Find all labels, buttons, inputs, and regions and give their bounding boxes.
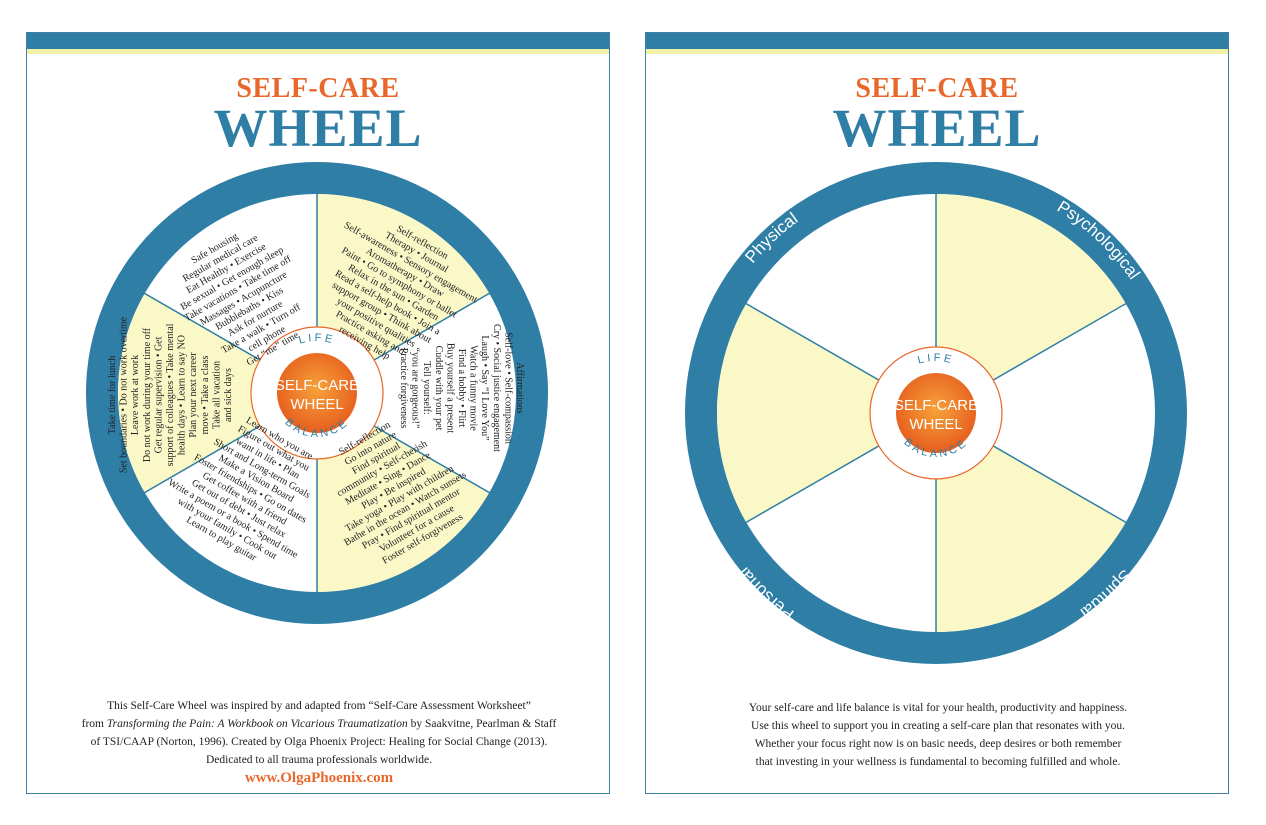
svg-text:Emotional: Emotional [1189,374,1211,453]
caption-line1: This Self-Care Wheel was inspired by and… [107,700,531,712]
sector-spiritual [936,413,1126,632]
segment-item: support of colleagues • Take mental [165,323,176,466]
center-orange-circle [277,353,357,433]
caption-line2: from Transforming the Pain: A Workbook o… [81,718,557,730]
segment-item: Laugh • Say “I Love You” [479,335,490,440]
svg-text:LIFE: LIFE [297,332,336,347]
segment-item: Cuddle with your pet [433,346,444,431]
segment-item: “you are gorgeous!” [410,348,421,429]
caption-line: that investing in your wellness is funda… [755,756,1121,768]
title-wheel: WHEEL [832,98,1042,158]
svg-text:Professional: Professional [41,346,65,440]
caption-line: Your self-care and life balance is vital… [748,702,1128,714]
segment-item: Plan your next career [188,352,199,438]
svg-text:LIFE: LIFE [916,352,955,367]
label-emotional: Emotional [1189,374,1211,453]
center-life: LIFE [916,352,952,367]
sector-psychological [936,194,1126,413]
segment-item: Tell yourself: [421,361,432,414]
top-band [646,33,1228,49]
website-link[interactable]: www.OlgaPhoenix.com [244,770,394,786]
segment-item: health days • Learn to say NO [177,335,188,455]
center-line2: WHEEL [909,416,962,433]
center-line1: SELF-CARE [275,377,359,394]
left-caption: This Self-Care Wheel was inspired by and… [47,697,591,787]
right-caption: Your self-care and life balance is vital… [666,699,1210,771]
segment-item: Buy yourself a present [444,343,455,433]
svg-text:Professional: Professional [661,364,684,462]
label-emotional: Emotional [570,354,593,433]
title-wheel: WHEEL [213,98,423,158]
top-band-accent [27,49,609,54]
label-professional: Professional [661,364,684,462]
segment-item: Get regular supervision • Get [153,336,164,453]
segment-item: Set boundaries • Do not work overtime [119,316,130,473]
label-professional: Professional [41,346,65,440]
top-band-accent [646,49,1228,54]
right-blank-panel: SELF-CARE WHEEL [645,32,1229,794]
sector-professional [716,303,936,523]
segment-item: Cry • Social justice engagement [491,324,502,452]
blank-self-care-wheel: Physical Psychological Emotional Profess… [661,162,1211,664]
segment-item: Leave work at work [130,355,141,435]
left-worksheet-panel: SELF-CARE WHEEL [26,32,610,794]
segment-item: Self-love • Self-compassion [502,332,513,444]
self-care-wheel: Physical Psychological Emotional Profess… [41,162,593,624]
segment-item: move • Take a class [200,356,211,435]
segment-item: Take all vacation [211,361,222,429]
segment-item: Take time for lunch [107,356,118,434]
center-line2: WHEEL [290,396,343,413]
caption-line4: Dedicated to all trauma professionals wo… [205,754,433,766]
caption-line: Use this wheel to support you in creatin… [751,720,1125,732]
segment-item: Affirmations [514,362,525,414]
center-line1: SELF-CARE [894,397,978,414]
title-self-care: SELF-CARE [236,73,400,104]
top-band [27,33,609,49]
segment-item: Practice forgiveness [398,348,409,429]
center-life: LIFE [297,332,333,347]
svg-text:Emotional: Emotional [570,354,593,433]
caption-line: Whether your focus right now is on basic… [754,738,1122,750]
title-self-care: SELF-CARE [855,73,1019,104]
sector-professional [118,293,318,493]
segment-item: Watch a funny movie [468,345,479,431]
segment-item: and sick days [223,368,234,422]
segment-item: Do not work during your time off [142,327,153,462]
caption-line3: of TSI/CAAP (Norton, 1996). Created by O… [90,736,548,748]
segment-item: Find a hobby • Flirt [456,349,467,428]
